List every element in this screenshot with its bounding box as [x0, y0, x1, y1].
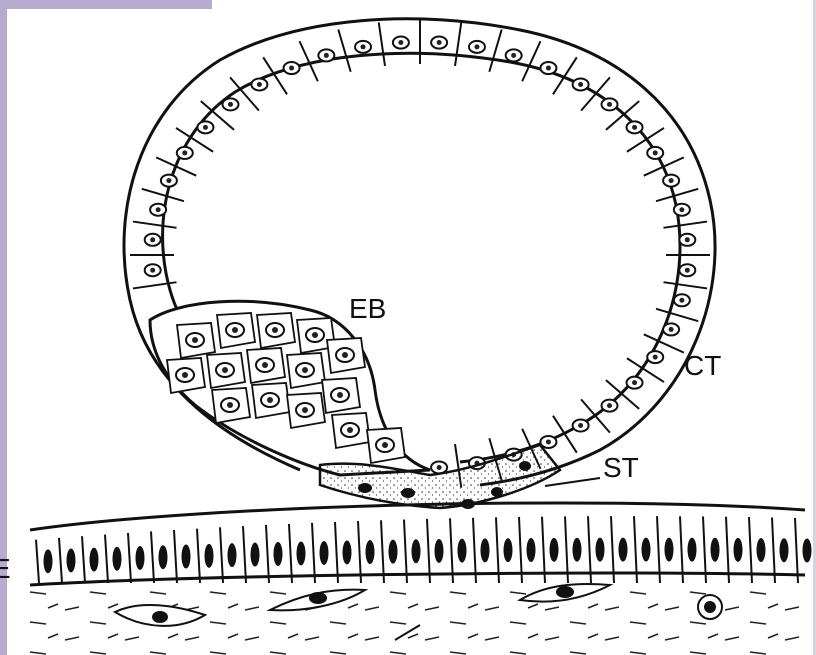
label-eb: EB — [349, 293, 386, 324]
label-st: ST — [603, 452, 639, 483]
st-leader-line — [545, 478, 600, 486]
label-e: E — [0, 553, 11, 584]
embryoblast-inner-cell-mass — [150, 301, 430, 475]
uterine-epithelium — [30, 503, 812, 585]
endometrial-stroma — [20, 584, 810, 655]
label-ct: CT — [684, 350, 721, 381]
